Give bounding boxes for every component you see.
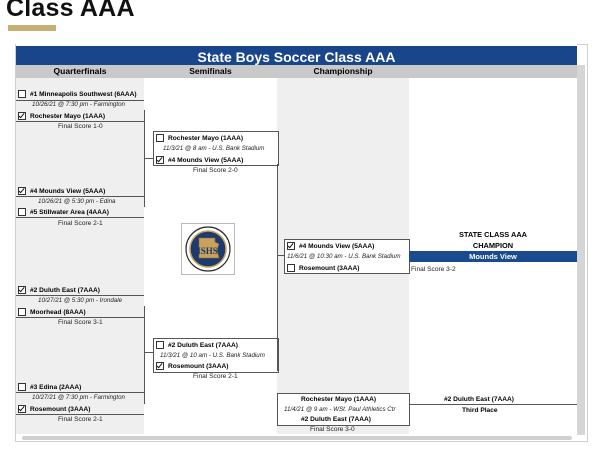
qf1-qf2-connector-stub — [144, 158, 154, 159]
qf3-score: Final Score 3-1 — [58, 319, 103, 326]
qf1-team2[interactable]: Rochester Mayo (1AAA) — [18, 111, 105, 121]
champion-name: Mounds View — [409, 251, 577, 262]
qf1-score: Final Score 1-0 — [58, 123, 103, 130]
round-header-quarterfinals: Quarterfinals — [16, 65, 144, 78]
qf3-team1[interactable]: #2 Duluth East (7AAA) — [18, 285, 100, 295]
qf4-team1[interactable]: #3 Edina (2AAA) — [18, 382, 81, 392]
mshsl-logo: MSHSL — [181, 223, 235, 275]
qf1-bottom-line — [16, 121, 144, 122]
scrollbar-horizontal[interactable] — [22, 436, 572, 440]
qf1-top-line — [16, 100, 144, 101]
sf1-score: Final Score 2-0 — [193, 167, 238, 174]
logo-text: MSHSL — [192, 246, 224, 256]
checkbox-icon[interactable] — [18, 208, 26, 216]
round-header-semifinals: Semifinals — [144, 65, 277, 78]
checkbox-checked-icon[interactable] — [156, 362, 164, 370]
checkbox-checked-icon[interactable] — [287, 242, 295, 250]
championship-info: 11/6/21 @ 10:30 am - U.S. Bank Stadium — [287, 253, 401, 260]
checkbox-checked-icon[interactable] — [18, 187, 26, 195]
third-place-score: Final Score 3-0 — [310, 426, 355, 433]
sf2-score: Final Score 2-1 — [193, 373, 238, 380]
champion-title-line1: STATE CLASS AAA — [458, 230, 528, 239]
round-header-blank — [409, 65, 577, 78]
sf2-box — [153, 338, 279, 373]
third-place-info: 11/4/21 @ 9 am - WSt. Paul Athletics Ctr — [284, 406, 396, 413]
scrollbar-vertical[interactable] — [577, 65, 585, 435]
checkbox-icon[interactable] — [156, 341, 164, 349]
sf1-team1[interactable]: Rochester Mayo (1AAA) — [156, 133, 243, 143]
sf2-team1[interactable]: #2 Duluth East (7AAA) — [156, 340, 238, 350]
qf3-team2[interactable]: Moorhead (8AAA) — [18, 307, 86, 317]
qf2-info: 10/26/21 @ 5:30 pm - Edina — [38, 198, 116, 205]
sf-connector-stub — [277, 255, 285, 256]
qf2-score: Final Score 2-1 — [58, 220, 103, 227]
qf2-bottom-line — [16, 217, 144, 218]
championship-team2[interactable]: Rosemount (3AAA) — [287, 263, 359, 273]
qf2-team2[interactable]: #5 Stillwater Area (4AAA) — [18, 207, 109, 217]
qf4-bottom-line — [16, 414, 144, 415]
champion-title-line2: CHAMPION — [472, 241, 514, 250]
checkbox-icon[interactable] — [18, 308, 26, 316]
qf3-bottom-line — [16, 317, 144, 318]
third-place-line — [409, 404, 577, 405]
qf4-top-line — [16, 392, 144, 393]
checkbox-checked-icon[interactable] — [18, 112, 26, 120]
sf2-team2[interactable]: Rosemount (3AAA) — [156, 361, 228, 371]
qf3-qf4-connector-stub — [144, 352, 154, 353]
sf1-box — [153, 131, 279, 166]
sf-connector — [277, 164, 278, 371]
checkbox-checked-icon[interactable] — [18, 286, 26, 294]
championship-box — [284, 239, 410, 274]
qf3-top-line — [16, 295, 144, 296]
qf4-score: Final Score 2-1 — [58, 416, 103, 423]
banner-stripe — [16, 44, 577, 46]
checkbox-icon[interactable] — [18, 383, 26, 391]
title-accent-bar — [8, 25, 56, 31]
third-place-team2: #2 Duluth East (7AAA) — [301, 415, 371, 423]
third-place-team1: Rochester Mayo (1AAA) — [301, 395, 377, 403]
qf2-team1[interactable]: #4 Mounds View (5AAA) — [18, 186, 105, 196]
quarterfinals-column — [16, 78, 144, 434]
third-place-winner: #2 Duluth East (7AAA) — [444, 395, 514, 403]
round-header-championship: Championship — [277, 65, 409, 78]
mshsl-logo-icon: MSHSL — [185, 226, 231, 272]
checkbox-icon[interactable] — [287, 264, 295, 272]
sf1-info: 11/3/21 @ 8 am - U.S. Bank Stadium — [163, 145, 265, 152]
championship-score: Final Score 3-2 — [411, 266, 456, 273]
qf3-qf4-connector — [144, 306, 145, 404]
sf2-info: 11/3/21 @ 10 am - U.S. Bank Stadium — [160, 352, 265, 359]
sf1-team2[interactable]: #4 Mounds View (5AAA) — [156, 155, 243, 165]
qf2-top-line — [16, 196, 144, 197]
page-title: Class AAA — [6, 0, 135, 22]
championship-team1[interactable]: #4 Mounds View (5AAA) — [287, 241, 374, 251]
qf1-team1[interactable]: #1 Minneapolis Southwest (6AAA) — [18, 89, 137, 99]
checkbox-checked-icon[interactable] — [156, 156, 164, 164]
third-place-label: Third Place — [462, 406, 498, 414]
bracket-banner: State Boys Soccer Class AAA — [16, 46, 577, 65]
third-place-box — [277, 393, 410, 426]
qf3-info: 10/27/21 @ 5:30 pm - Irondale — [38, 297, 123, 304]
checkbox-icon[interactable] — [18, 90, 26, 98]
qf4-info: 10/27/21 @ 7:30 pm - Farmington — [32, 394, 125, 401]
checkbox-icon[interactable] — [156, 134, 164, 142]
checkbox-checked-icon[interactable] — [18, 405, 26, 413]
qf1-info: 10/26/21 @ 7:30 pm - Farmington — [32, 101, 125, 108]
qf4-team2[interactable]: Rosemount (3AAA) — [18, 404, 90, 414]
